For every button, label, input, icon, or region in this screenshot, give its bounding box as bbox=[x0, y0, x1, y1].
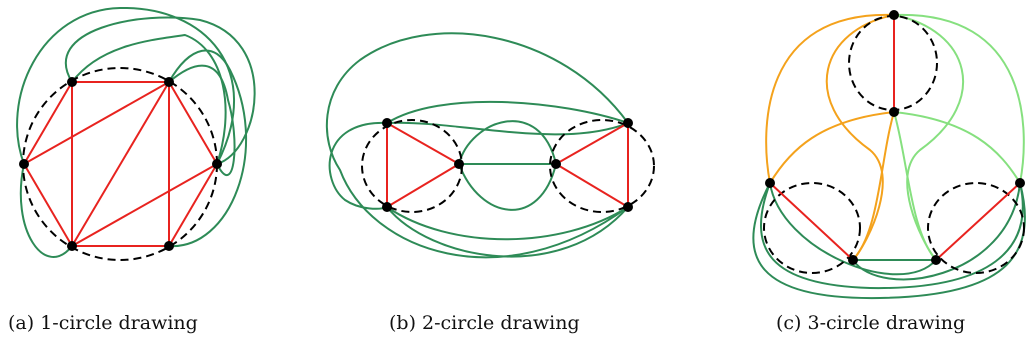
caption-b: (b) 2-circle drawing bbox=[389, 312, 580, 334]
dashed-circle bbox=[549, 119, 655, 213]
green-edge bbox=[458, 120, 557, 165]
caption-a: (a) 1-circle drawing bbox=[8, 312, 198, 334]
green-edge bbox=[16, 6, 236, 165]
green-edge bbox=[71, 33, 227, 165]
green-edge bbox=[769, 182, 937, 276]
green-edge bbox=[752, 182, 1026, 300]
green-edge bbox=[19, 163, 73, 258]
light-green-edge bbox=[893, 13, 1025, 184]
green-edge bbox=[328, 121, 388, 210]
light-green-edge bbox=[893, 111, 1021, 184]
light-green-edge bbox=[893, 111, 937, 261]
caption-c: (c) 3-circle drawing bbox=[776, 312, 966, 334]
green-edge bbox=[852, 182, 1021, 281]
orange-edge bbox=[765, 13, 895, 184]
green-edge bbox=[386, 206, 629, 241]
green-edge bbox=[64, 16, 256, 165]
light-green-edge bbox=[893, 14, 965, 261]
green-edge bbox=[760, 182, 1024, 290]
green-edge bbox=[168, 64, 236, 176]
green-edge bbox=[386, 100, 629, 124]
red-edges bbox=[23, 81, 218, 247]
diagram-three-circle bbox=[752, 10, 1026, 300]
dashed-circle bbox=[927, 182, 1025, 274]
diagram-two-circle bbox=[325, 32, 655, 259]
red-edges bbox=[769, 15, 1021, 261]
vertices bbox=[765, 10, 1025, 265]
orange-edge bbox=[852, 111, 895, 261]
dashed-circle bbox=[763, 182, 861, 274]
vertices bbox=[19, 77, 222, 251]
red-edges bbox=[386, 122, 629, 208]
green-edge bbox=[386, 121, 629, 136]
green-edge bbox=[386, 206, 629, 258]
diagram-one-circle bbox=[16, 6, 256, 261]
orange-edge bbox=[769, 111, 895, 184]
green-edge bbox=[325, 32, 629, 259]
orange-edge bbox=[825, 14, 895, 261]
green-edge bbox=[168, 49, 248, 248]
dashed-circle bbox=[361, 119, 463, 213]
vertices bbox=[382, 118, 633, 212]
green-edge bbox=[458, 163, 557, 211]
